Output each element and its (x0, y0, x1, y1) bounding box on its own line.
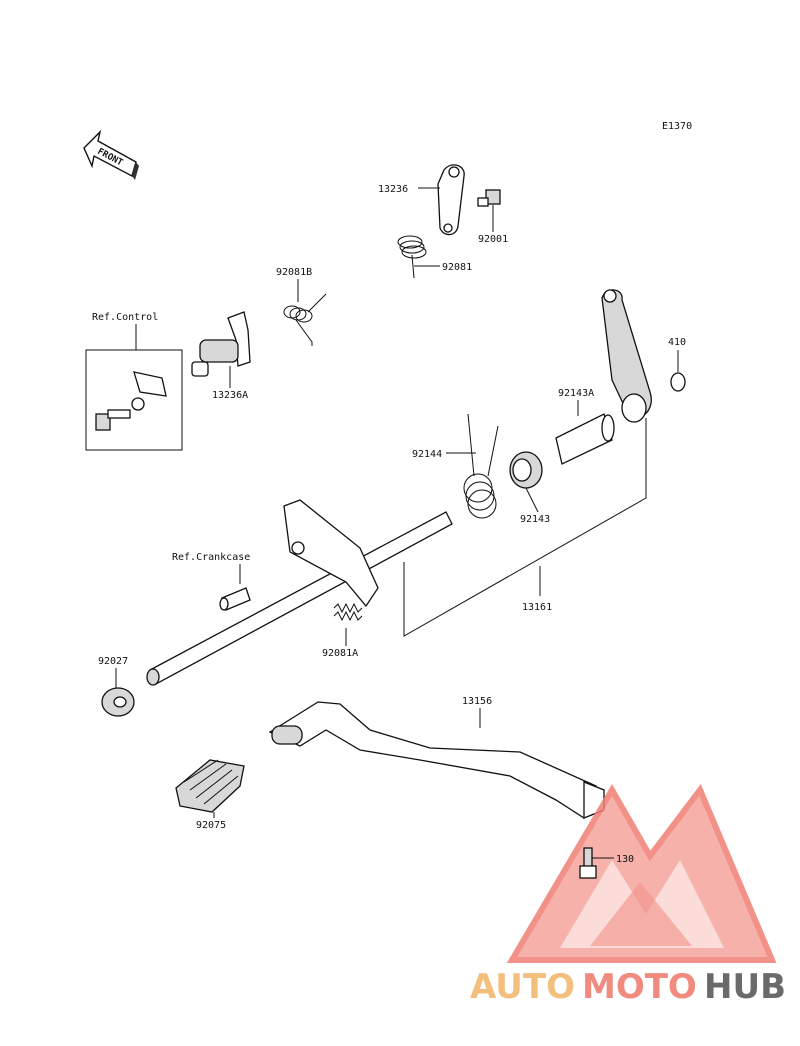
label-92143: 92143 (520, 514, 550, 525)
label-92144: 92144 (412, 449, 442, 460)
label-92027: 92027 (98, 656, 128, 667)
label-92001: 92001 (478, 234, 508, 245)
label-92143A: 92143A (558, 388, 594, 399)
label-13156: 13156 (462, 696, 492, 707)
watermark-logo (506, 784, 777, 963)
part-92027-washer[interactable] (101, 687, 135, 717)
label-410: 410 (668, 337, 686, 348)
part-13236-arm[interactable] (437, 164, 465, 236)
part-92081A-spring[interactable] (333, 602, 363, 622)
label-92075: 92075 (196, 820, 226, 831)
part-92143-seal[interactable] (509, 451, 543, 489)
ref-control-label: Ref.Control (92, 312, 158, 323)
part-92075-pedal-rubber[interactable] (175, 759, 245, 813)
part-shift-arm[interactable] (601, 289, 652, 423)
watermark-auto: AUTO (470, 967, 575, 1007)
part-13156-shift-pedal[interactable] (268, 701, 605, 819)
ref-control-box (85, 349, 183, 451)
label-13236: 13236 (378, 184, 408, 195)
ref-crankcase-label: Ref.Crankcase (172, 552, 250, 563)
part-13236A-shift-piece[interactable] (191, 311, 251, 377)
label-13236A: 13236A (212, 390, 248, 401)
label-92081B: 92081B (276, 267, 312, 278)
ref-crankcase-dowel (219, 587, 251, 611)
label-13161: 13161 (522, 602, 552, 613)
label-92081A: 92081A (322, 648, 358, 659)
front-arrow-icon: FRONT (83, 129, 139, 180)
label-92081: 92081 (442, 262, 472, 273)
part-92081B-spring[interactable] (283, 293, 327, 346)
part-130-bolt[interactable] (579, 847, 597, 879)
watermark-hub: HUB (704, 967, 786, 1007)
label-130: 130 (616, 854, 634, 865)
watermark-moto: MOTO (582, 967, 697, 1007)
part-13161-shift-shaft[interactable] (146, 499, 453, 686)
part-92143A-bushing[interactable] (555, 413, 615, 465)
diagram-code: E1370 (662, 121, 692, 132)
part-92144-spring[interactable] (463, 413, 499, 519)
part-92001-bolt[interactable] (477, 189, 501, 207)
ref-control-parts (95, 371, 167, 431)
part-410-washer[interactable] (670, 372, 686, 392)
part-92081-spring[interactable] (397, 235, 427, 279)
